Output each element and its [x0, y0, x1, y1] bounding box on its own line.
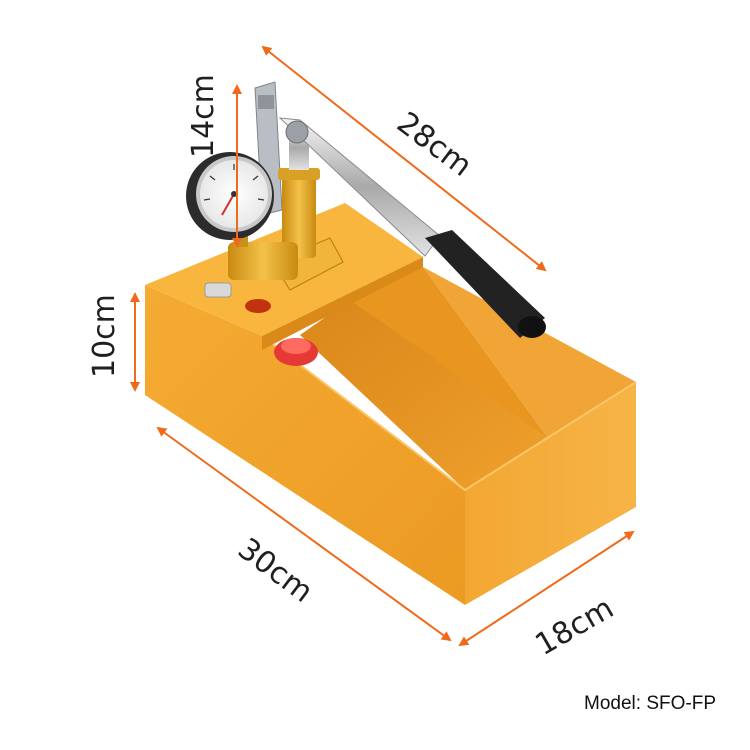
dimension-arrows [130, 45, 635, 647]
label-length-tank: 30cm [231, 531, 319, 609]
pump-deck-front [262, 257, 423, 350]
lever-pivot [285, 120, 309, 144]
label-height-tank: 10cm [87, 294, 122, 378]
tank-inner-floor [300, 300, 548, 490]
label-length-top: 28cm [390, 105, 478, 183]
model-caption: Model: SFO-FP [584, 693, 716, 714]
deck-hole [245, 299, 271, 313]
arrow-length-tank [156, 426, 452, 642]
arrow-width-tank [458, 530, 635, 647]
pump-manifold [228, 242, 298, 280]
arrow-length-top [261, 45, 547, 272]
label-width-tank: 18cm [530, 591, 620, 663]
label-height-pump: 14cm [186, 74, 221, 158]
tank-rim [261, 335, 637, 492]
outlet-fitting [204, 282, 232, 298]
pressure-gauge [186, 152, 274, 240]
relief-valve-highlight [281, 338, 311, 354]
bracket-bolt [258, 95, 274, 109]
tank-inner-back-wall [423, 267, 636, 438]
handle-grip-end [518, 316, 546, 338]
water-tank [145, 203, 637, 605]
